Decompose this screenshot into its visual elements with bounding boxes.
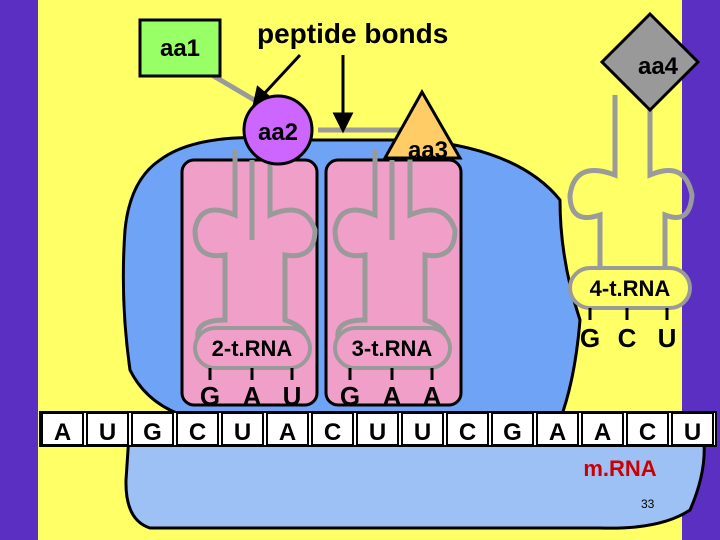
anticodon-base: G bbox=[200, 381, 220, 411]
mrna-base: U bbox=[99, 419, 116, 446]
peptide-bonds-label: peptide bonds bbox=[257, 18, 449, 49]
trna-4-label-bg bbox=[568, 266, 692, 310]
mrna-base: U bbox=[414, 419, 431, 446]
mrna-cell bbox=[671, 412, 714, 446]
mrna-base: U bbox=[369, 419, 386, 446]
aa3-label: aa3 bbox=[408, 137, 448, 164]
trna-4-label: 4-t.RNA bbox=[590, 276, 671, 301]
mrna-cell bbox=[536, 412, 579, 446]
aa3-shape bbox=[382, 88, 463, 160]
mrna-base: A bbox=[549, 419, 566, 446]
mrna-base: C bbox=[639, 419, 656, 446]
mrna-cell bbox=[446, 412, 489, 446]
aa1-label: aa1 bbox=[160, 35, 200, 62]
anticodon-base: U bbox=[658, 323, 677, 353]
mrna-cell bbox=[176, 412, 219, 446]
anticodon-base: G bbox=[580, 323, 600, 353]
mrna-base: C bbox=[189, 419, 206, 446]
anticodon-base: A bbox=[423, 381, 442, 411]
mrna-base: A bbox=[594, 419, 611, 446]
aa1-shape bbox=[138, 18, 222, 78]
aa2-shape bbox=[242, 94, 314, 166]
mrna-cell bbox=[581, 412, 624, 446]
aa4-shape bbox=[599, 11, 701, 113]
page-number: 33 bbox=[641, 497, 655, 511]
mrna-cell bbox=[356, 412, 399, 446]
anticodon-base: A bbox=[243, 381, 262, 411]
mrna-base: U bbox=[684, 419, 701, 446]
anticodon-base: U bbox=[283, 381, 302, 411]
mrna-cell bbox=[266, 412, 309, 446]
mrna-cell bbox=[401, 412, 444, 446]
anticodon-ticks bbox=[208, 308, 669, 380]
trna-3-label: 3-t.RNA bbox=[352, 336, 433, 361]
mrna-cell bbox=[131, 412, 174, 446]
mrna-base: C bbox=[324, 419, 341, 446]
mrna-cell bbox=[626, 412, 669, 446]
mrna-cell bbox=[491, 412, 534, 446]
mrna-base: G bbox=[143, 419, 162, 446]
mrna-cell bbox=[311, 412, 354, 446]
anticodon-base: G bbox=[340, 381, 360, 411]
trna-2-label: 2-t.RNA bbox=[212, 336, 293, 361]
aa4-label: aa4 bbox=[638, 53, 679, 80]
mrna-label: m.RNA bbox=[583, 456, 656, 481]
mrna-cell bbox=[221, 412, 264, 446]
mrna-cell bbox=[41, 412, 84, 446]
mrna-base: A bbox=[54, 419, 71, 446]
mrna-base: G bbox=[503, 419, 522, 446]
mrna-cell bbox=[86, 412, 129, 446]
mrna-base: A bbox=[279, 419, 296, 446]
anticodon-base: C bbox=[618, 323, 637, 353]
mrna-base: U bbox=[234, 419, 251, 446]
left-border bbox=[0, 0, 38, 540]
ribosome-small-subunit bbox=[124, 418, 706, 530]
mrna-base: C bbox=[459, 419, 476, 446]
anticodon-base: A bbox=[383, 381, 402, 411]
aa2-label: aa2 bbox=[258, 119, 298, 146]
